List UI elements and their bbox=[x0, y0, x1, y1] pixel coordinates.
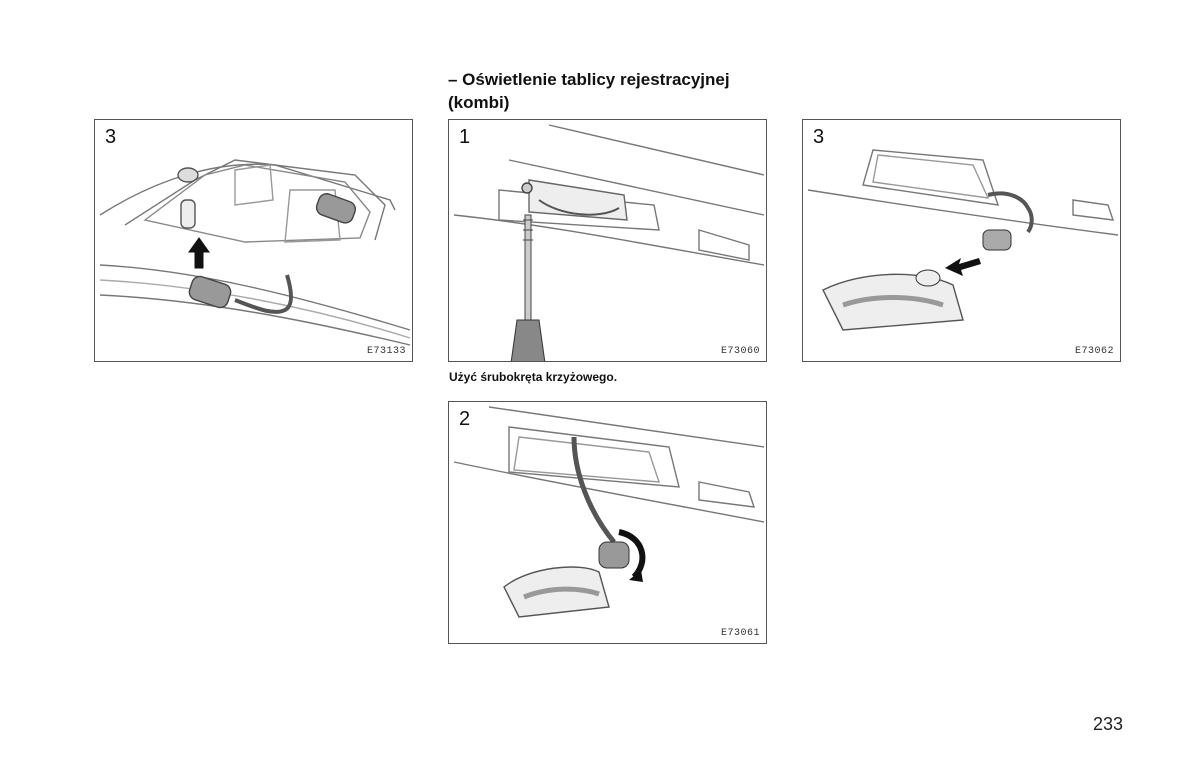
figure-step-number: 3 bbox=[813, 126, 825, 148]
figure-step-number: 3 bbox=[105, 126, 117, 148]
interior-lamp-illustration bbox=[99, 159, 411, 346]
figure-code: E73133 bbox=[366, 346, 406, 357]
figure-interior-lamp: 3 E73133 bbox=[94, 119, 413, 362]
figure-screwdriver-step: 1 E73060 bbox=[448, 119, 767, 362]
figure-lamp-assembly: 2 E73061 bbox=[448, 401, 767, 644]
figure-step-number: 2 bbox=[459, 408, 471, 430]
screwdriver-illustration bbox=[453, 124, 765, 361]
section-heading-line1: – Oświetlenie tablicy rejestracyjnej bbox=[448, 70, 730, 89]
figure-code: E73060 bbox=[720, 346, 760, 357]
figure-caption: Użyć śrubokręta krzyżowego. bbox=[449, 370, 618, 384]
lamp-assembly-illustration bbox=[453, 406, 765, 618]
figure-code: E73061 bbox=[720, 628, 760, 639]
page-number: 233 bbox=[1093, 714, 1124, 734]
figure-step-number: 1 bbox=[459, 126, 471, 148]
figure-remove-bulb: 3 E73062 bbox=[802, 119, 1121, 362]
section-heading-line2: (kombi) bbox=[448, 93, 510, 112]
section-heading: – Oświetlenie tablicy rejestracyjnej (ko… bbox=[448, 68, 778, 114]
remove-bulb-illustration bbox=[807, 149, 1119, 331]
figure-code: E73062 bbox=[1074, 346, 1114, 357]
